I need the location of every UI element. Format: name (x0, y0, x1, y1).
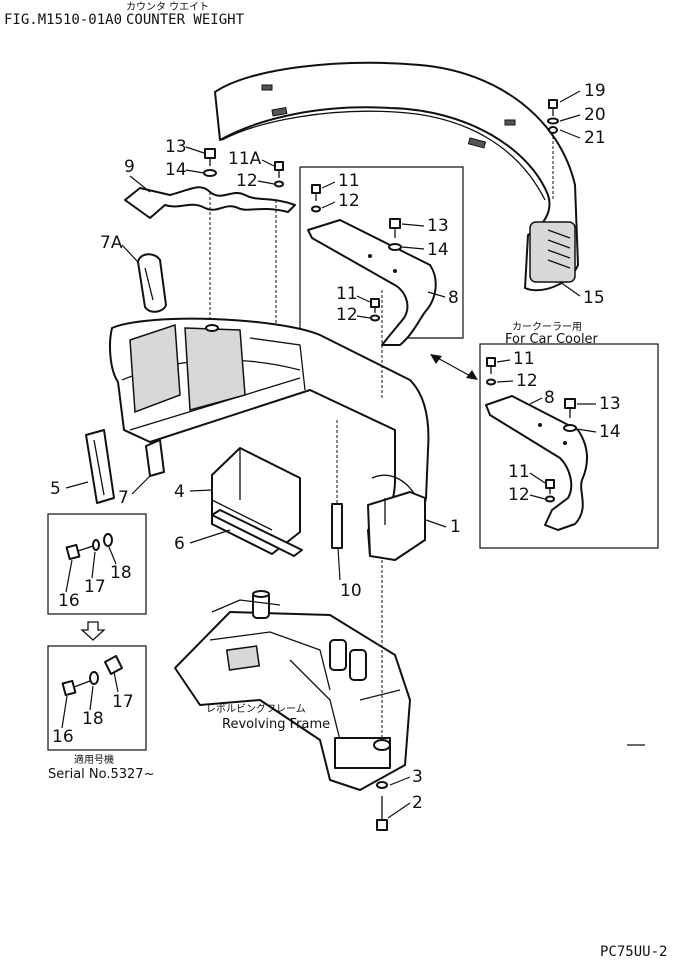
callout-13a: 13 (165, 137, 187, 157)
bolt-11A (274, 161, 284, 188)
callout-12c: 12 (336, 305, 358, 325)
model-code: PC75UU-2 (600, 944, 667, 960)
callout-7A: 7A (100, 233, 123, 253)
serial-label-jp: 適用号機 (74, 753, 114, 766)
callout-12a: 12 (236, 171, 258, 191)
callout-1: 1 (450, 517, 461, 537)
bolt-19-assembly (547, 99, 559, 200)
callout-18a: 18 (110, 563, 132, 583)
title-jp: カウンタ ウエイト (126, 1, 209, 13)
callout-12e: 12 (508, 485, 530, 505)
callout-21: 21 (584, 128, 606, 148)
part-6 (211, 509, 303, 557)
counterweight-body (109, 317, 430, 561)
fig-code: FIG.M1510-01A0 (4, 12, 122, 28)
title-en: COUNTER WEIGHT (126, 12, 245, 28)
plate-9 (124, 186, 296, 330)
callout-17a: 17 (84, 577, 106, 597)
callout-12b: 12 (338, 191, 360, 211)
part-5 (85, 429, 115, 504)
bolt-detail-box-2 (47, 645, 147, 751)
bolt-11-group2 (370, 298, 380, 322)
car-cooler-label-jp: カークーラー用 (512, 321, 582, 333)
callout-20: 20 (584, 105, 606, 125)
down-arrow (80, 621, 106, 641)
callout-14a: 14 (165, 160, 187, 180)
callout-15: 15 (583, 288, 605, 308)
callout-11a: 11 (338, 171, 360, 191)
bolt-13-top (203, 148, 217, 177)
bolt-11-cooler2 (545, 479, 555, 503)
callout-11A: 11A (228, 149, 262, 169)
callout-13c: 13 (599, 394, 621, 414)
top-cover-part (214, 61, 579, 292)
callout-11d: 11 (508, 462, 530, 482)
callout-4: 4 (174, 482, 185, 502)
callout-16a: 16 (58, 591, 80, 611)
callout-16b: 16 (52, 727, 74, 747)
revolving-frame (174, 590, 411, 791)
callout-14c: 14 (599, 422, 621, 442)
bolt-11-group1 (311, 184, 321, 213)
callout-13b: 13 (427, 216, 449, 236)
callout-7: 7 (118, 488, 129, 508)
part-10 (331, 420, 343, 549)
part-7 (145, 439, 165, 477)
callout-2: 2 (412, 793, 423, 813)
callout-10: 10 (340, 581, 362, 601)
callout-14b: 14 (427, 240, 449, 260)
callout-11b: 11 (336, 284, 358, 304)
callout-9: 9 (124, 157, 135, 177)
callout-17b: 17 (112, 692, 134, 712)
callout-6: 6 (174, 534, 185, 554)
callout-18b: 18 (82, 709, 104, 729)
car-cooler-box: カークーラー用 For Car Cooler (479, 321, 659, 549)
revolving-frame-label-jp: レボルビングフレーム (206, 702, 306, 715)
revolving-frame-label-en: Revolving Frame (222, 717, 330, 732)
callout-12d: 12 (516, 371, 538, 391)
bolt-detail-box-1 (47, 513, 147, 615)
callout-8a: 8 (448, 288, 459, 308)
bolt-2-assembly (376, 781, 388, 831)
plate-8-main (299, 166, 464, 350)
bolt-11-cooler1 (486, 357, 496, 386)
car-cooler-label-en: For Car Cooler (505, 332, 599, 347)
callout-3: 3 (412, 767, 423, 787)
double-arrow (430, 354, 478, 380)
callout-8b: 8 (544, 388, 555, 408)
part-4 (211, 447, 301, 555)
callout-11c: 11 (513, 349, 535, 369)
bolt-13-cooler (563, 398, 577, 432)
bolt-13-mid (388, 218, 402, 251)
part-7A (137, 253, 167, 313)
callout-19: 19 (584, 81, 606, 101)
callout-5: 5 (50, 479, 61, 499)
serial-label-en: Serial No.5327~ (48, 767, 154, 782)
